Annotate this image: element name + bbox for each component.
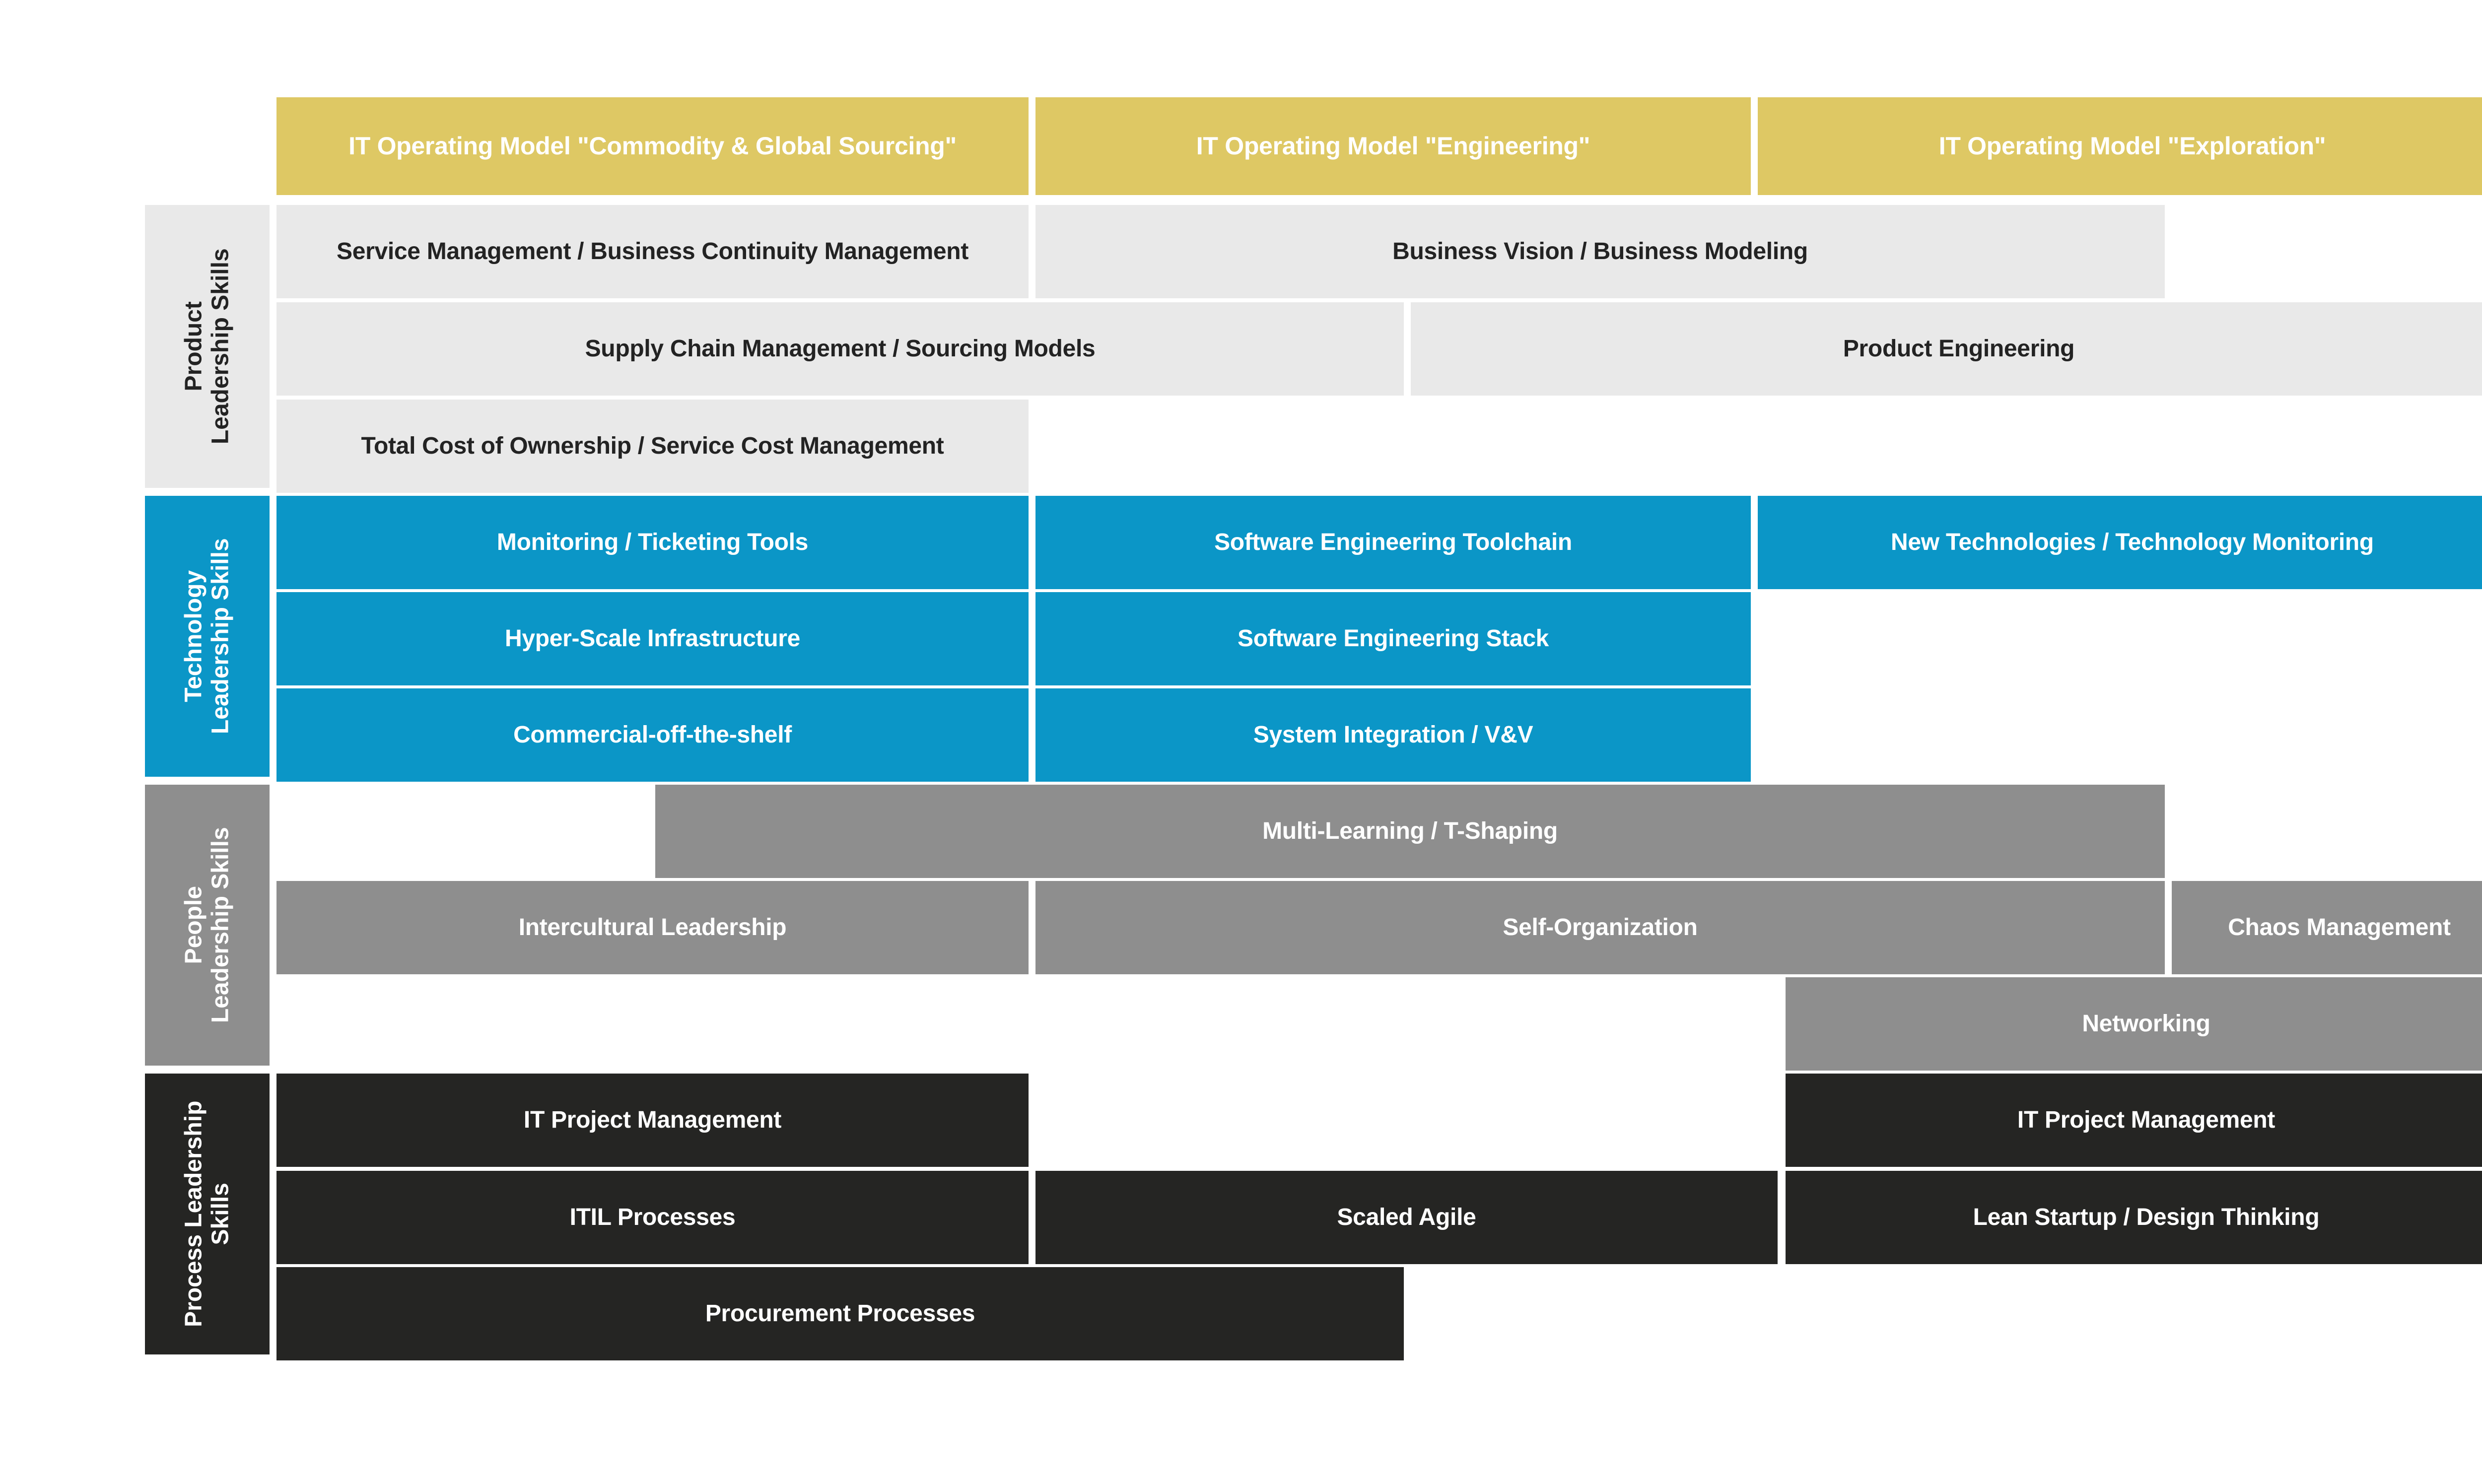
skill-label: Multi-Learning / T-Shaping bbox=[1262, 817, 1558, 844]
skill-label: Monitoring / Ticketing Tools bbox=[496, 529, 809, 555]
skill-multi-learning-t-shaping: Multi-Learning / T-Shaping bbox=[655, 785, 2165, 878]
skill-new-technologies-technology-monitoring: New Technologies / Technology Monitoring bbox=[1758, 496, 2482, 589]
skill-service-management-business-continuity-management: Service Management / Business Continuity… bbox=[276, 205, 1029, 298]
skill-label: Product Engineering bbox=[1843, 335, 2075, 362]
skill-product-engineering: Product Engineering bbox=[1411, 302, 2482, 396]
skill-label: Self-Organization bbox=[1503, 914, 1698, 941]
band-label-technology-line1: Technology bbox=[180, 570, 207, 702]
skill-label: Business Vision / Business Modeling bbox=[1392, 238, 1808, 265]
skill-procurement-processes: Procurement Processes bbox=[276, 1267, 1404, 1360]
skill-hyper-scale-infrastructure: Hyper-Scale Infrastructure bbox=[276, 592, 1029, 685]
skill-label: Procurement Processes bbox=[705, 1300, 975, 1327]
skill-label: Scaled Agile bbox=[1337, 1204, 1476, 1230]
band-label-people-text: People Leadership Skills bbox=[181, 827, 234, 1023]
skill-label: IT Project Management bbox=[2017, 1106, 2275, 1133]
skill-label: Service Management / Business Continuity… bbox=[336, 238, 968, 265]
band-label-process-text: Process Leadership Skills bbox=[181, 1101, 234, 1327]
band-label-people-line2: Leadership Skills bbox=[207, 827, 234, 1023]
band-label-product-text: Product Leadership Skills bbox=[181, 249, 234, 445]
skill-supply-chain-management-sourcing-models: Supply Chain Management / Sourcing Model… bbox=[276, 302, 1404, 396]
band-label-product-line1: Product bbox=[180, 301, 207, 392]
skill-chaos-management: Chaos Management bbox=[2172, 881, 2482, 974]
column-header-commodity-global-sourcing: IT Operating Model "Commodity & Global S… bbox=[276, 97, 1029, 195]
band-label-process-leadership-skills: Process Leadership Skills bbox=[145, 1074, 270, 1354]
band-label-product-leadership-skills: Product Leadership Skills bbox=[145, 205, 270, 488]
band-label-product-line2: Leadership Skills bbox=[207, 248, 234, 445]
skill-label: ITIL Processes bbox=[569, 1204, 736, 1230]
skill-label: Networking bbox=[2082, 1010, 2210, 1037]
skill-monitoring-ticketing-tools: Monitoring / Ticketing Tools bbox=[276, 496, 1029, 589]
skill-label: Total Cost of Ownership / Service Cost M… bbox=[361, 432, 944, 459]
skill-label: Intercultural Leadership bbox=[518, 914, 787, 941]
skill-label: Commercial-off-the-shelf bbox=[513, 721, 792, 748]
band-label-process-line2: Skills bbox=[207, 1183, 234, 1245]
skill-label: Lean Startup / Design Thinking bbox=[1973, 1204, 2320, 1230]
skill-label: Supply Chain Management / Sourcing Model… bbox=[585, 335, 1096, 362]
skill-label: Hyper-Scale Infrastructure bbox=[504, 625, 801, 652]
band-label-technology-leadership-skills: Technology Leadership Skills bbox=[145, 496, 270, 777]
skill-commercial-off-the-shelf: Commercial-off-the-shelf bbox=[276, 688, 1029, 782]
skill-software-engineering-stack: Software Engineering Stack bbox=[1035, 592, 1751, 685]
skill-it-project-management-exploration: IT Project Management bbox=[1786, 1074, 2482, 1167]
column-header-exploration: IT Operating Model "Exploration" bbox=[1758, 97, 2482, 195]
column-header-engineering: IT Operating Model "Engineering" bbox=[1035, 97, 1751, 195]
skill-business-vision-business-modeling: Business Vision / Business Modeling bbox=[1035, 205, 2165, 298]
band-label-people-leadership-skills: People Leadership Skills bbox=[145, 785, 270, 1066]
skill-lean-startup-design-thinking: Lean Startup / Design Thinking bbox=[1786, 1171, 2482, 1264]
skill-label: IT Project Management bbox=[523, 1106, 782, 1133]
skill-scaled-agile: Scaled Agile bbox=[1035, 1171, 1778, 1264]
skill-label: Chaos Management bbox=[2228, 914, 2451, 941]
band-label-process-line1: Process Leadership bbox=[180, 1100, 207, 1328]
skill-label: New Technologies / Technology Monitoring bbox=[1891, 529, 2374, 555]
skill-software-engineering-toolchain: Software Engineering Toolchain bbox=[1035, 496, 1751, 589]
band-label-technology-line2: Leadership Skills bbox=[207, 538, 234, 735]
skill-networking: Networking bbox=[1786, 977, 2482, 1071]
skill-total-cost-of-ownership-service-cost-management: Total Cost of Ownership / Service Cost M… bbox=[276, 400, 1029, 493]
skill-label: System Integration / V&V bbox=[1253, 721, 1533, 748]
column-header-engineering-label: IT Operating Model "Engineering" bbox=[1196, 132, 1590, 160]
skill-label: Software Engineering Stack bbox=[1237, 625, 1549, 652]
skill-it-project-management-commodity: IT Project Management bbox=[276, 1074, 1029, 1167]
skill-self-organization: Self-Organization bbox=[1035, 881, 2165, 974]
skill-intercultural-leadership: Intercultural Leadership bbox=[276, 881, 1029, 974]
column-header-exploration-label: IT Operating Model "Exploration" bbox=[1938, 132, 2326, 160]
skill-label: Software Engineering Toolchain bbox=[1214, 529, 1572, 555]
skill-itil-processes: ITIL Processes bbox=[276, 1171, 1029, 1264]
skill-system-integration-vandv: System Integration / V&V bbox=[1035, 688, 1751, 782]
column-header-commodity-global-sourcing-label: IT Operating Model "Commodity & Global S… bbox=[348, 132, 957, 160]
band-label-technology-text: Technology Leadership Skills bbox=[181, 539, 234, 735]
band-label-people-line1: People bbox=[180, 886, 207, 964]
